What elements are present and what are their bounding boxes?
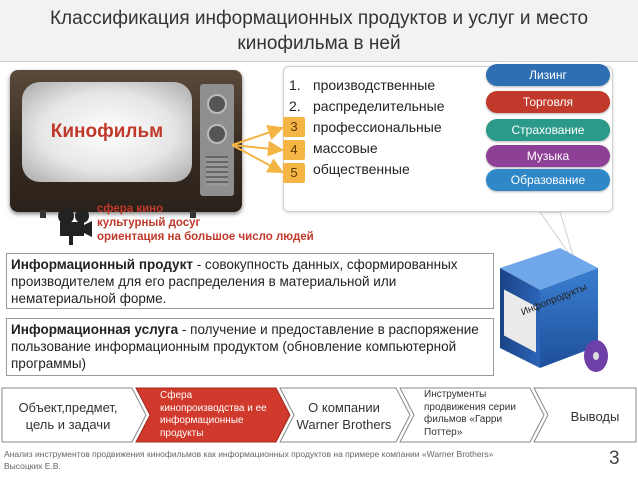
tag-education: Образование (486, 169, 610, 191)
tv-knob-icon (207, 94, 227, 114)
tv-speaker-grille (206, 156, 228, 186)
film-camera-icon (58, 208, 92, 245)
arrow-icon (231, 140, 284, 157)
list-item: 2. распределительные (289, 98, 445, 114)
highlight-badge: 3 (283, 117, 305, 137)
definition-term: Информационный продукт (11, 257, 193, 272)
tag-trade: Торговля (486, 91, 610, 113)
highlight-badge: 4 (283, 140, 305, 160)
arrow-icon (231, 124, 284, 146)
nav-item-conclusions[interactable]: Выводы (570, 408, 620, 424)
slide-title: Классификация информационных продуктов и… (0, 0, 638, 62)
list-item: 3. профессиональные (289, 119, 442, 135)
classification-list: 1. производственные 2. распределительные… (289, 75, 445, 180)
infoproducts-box-icon: Инфопродукты (500, 248, 608, 372)
list-item: 5. общественные (289, 161, 410, 177)
nav-item-harry-potter-tools[interactable]: Инструменты продвижения серии фильмов «Г… (424, 389, 516, 438)
title-line-1: Классификация информационных продуктов и… (49, 8, 589, 29)
definition-service: Информационная услуга - получение и пред… (6, 318, 494, 376)
definition-term: Информационная услуга (11, 322, 179, 337)
tag-insurance: Страхование (486, 119, 610, 141)
slide-footer: Анализ инструментов продвижения кинофиль… (4, 449, 494, 471)
tv-label: Кинофильм (50, 121, 164, 142)
definition-product: Информационный продукт - совокупность да… (6, 253, 494, 309)
slide-navigation: Объект,предмет, цель и задачи Сфера кино… (0, 384, 638, 446)
highlight-badge: 5 (283, 163, 305, 183)
tag-music: Музыка (486, 145, 610, 167)
tag-leasing: Лизинг (486, 64, 610, 86)
definition-text: - получение и предоставление в распоряже… (11, 322, 479, 371)
navigation-chevrons (1, 387, 637, 443)
page-number: 3 (609, 448, 620, 469)
list-item: 4. массовые (289, 140, 378, 156)
nav-item-warner-brothers[interactable]: О компании Warner Brothers (296, 400, 392, 432)
tv-control-panel (200, 84, 234, 196)
list-item: 1. производственные (289, 77, 436, 93)
sphere-description: сфера кино культурный досуг ориентация н… (97, 203, 314, 243)
tv-knob-icon (207, 124, 227, 144)
title-line-2: кинофильма в ней (237, 33, 401, 54)
callout-pointer (539, 211, 576, 263)
arrow-icon (231, 144, 284, 173)
nav-item-film-industry[interactable]: Сфера кинопроизводства и ее информационн… (160, 390, 267, 439)
tv-screen: Кинофильм (22, 82, 192, 182)
nav-item-objective[interactable]: Объект,предмет, цель и задачи (18, 400, 118, 432)
definition-text: - совокупность данных, сформированных пр… (11, 257, 458, 306)
tv-image: Кинофильм (10, 70, 242, 212)
tv-legs (40, 210, 200, 218)
